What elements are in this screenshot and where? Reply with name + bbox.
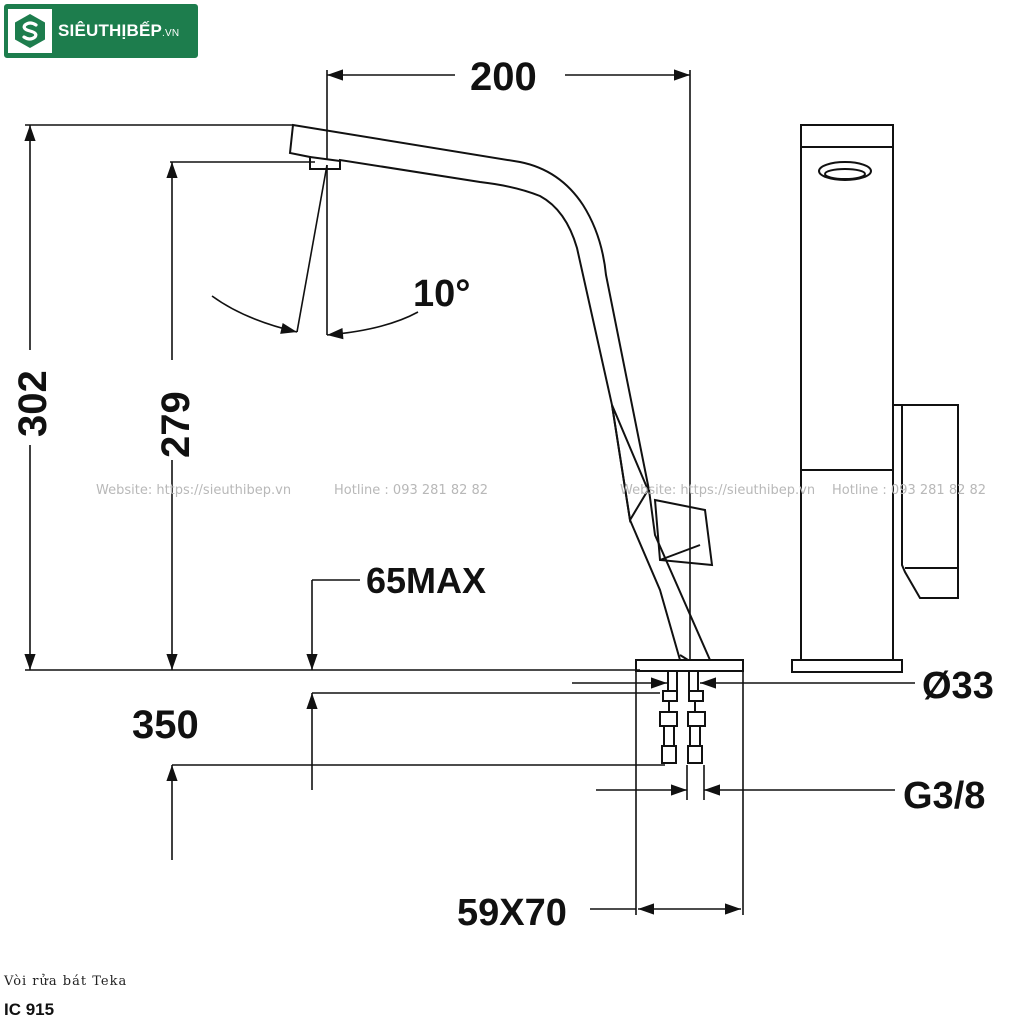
product-model: IC 915 — [4, 1000, 55, 1019]
dim-279: 279 — [154, 391, 198, 458]
dim-350: 350 — [132, 703, 199, 747]
watermark-hotline-left: Hotline : 093 281 82 82 — [334, 483, 488, 498]
brand-logo: SIÊUTHỊBẾP.VN — [4, 4, 198, 58]
s-logo-icon — [8, 9, 52, 53]
dim-diameter: Ø33 — [922, 665, 994, 707]
dim-200: 200 — [470, 55, 537, 99]
dimension-lines — [24, 69, 915, 915]
product-title: Vòi rửa bát Teka — [4, 974, 128, 989]
watermark-website-left: Website: https://sieuthibep.vn — [96, 483, 291, 498]
dim-65max: 65MAX — [366, 560, 486, 601]
dim-302: 302 — [11, 370, 55, 437]
supply-hoses — [659, 670, 706, 764]
dim-g38: G3/8 — [903, 775, 985, 817]
brand-name: SIÊUTHỊBẾP.VN — [58, 21, 180, 40]
watermark-hotline-right: Hotline : 093 281 82 82 — [832, 483, 986, 498]
faucet-outline — [288, 123, 744, 672]
dim-angle: 10° — [413, 273, 470, 315]
faucet-front-view — [791, 124, 959, 673]
dim-base-size: 59X70 — [457, 892, 567, 934]
watermark-website-right: Website: https://sieuthibep.vn — [620, 483, 815, 498]
